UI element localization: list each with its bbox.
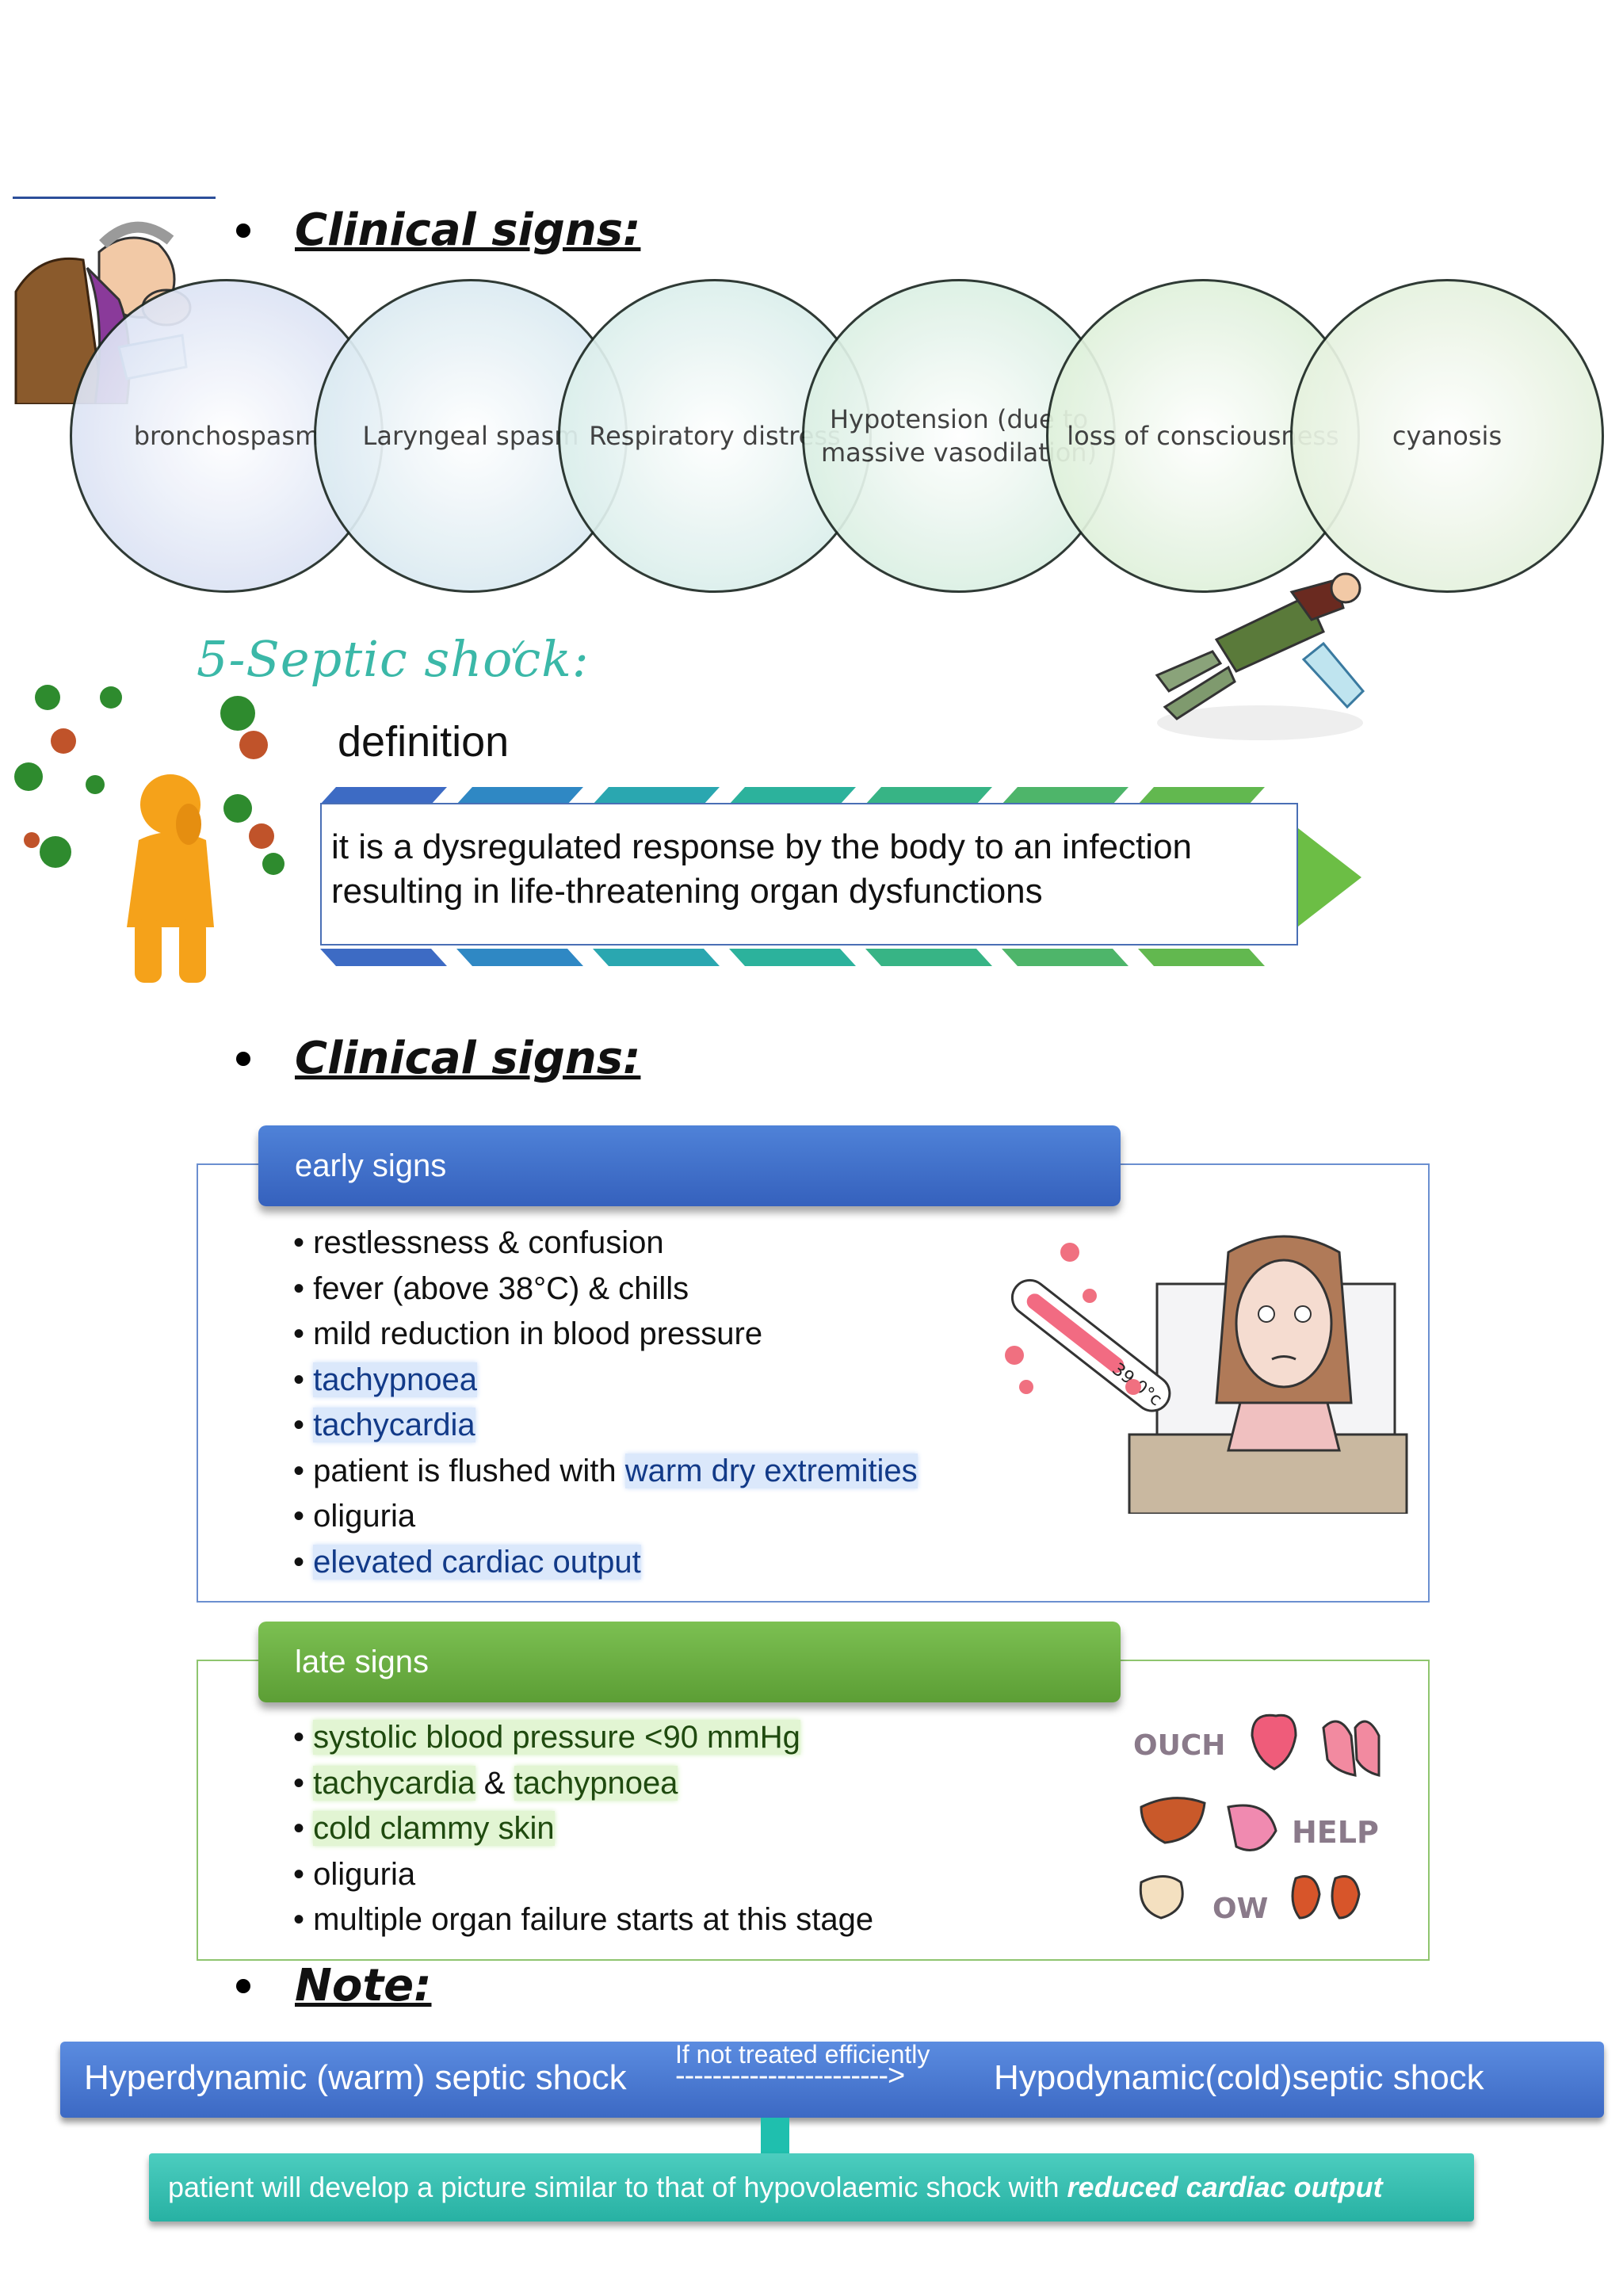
shock-progression-banner: [60, 2042, 1604, 2118]
chevron-segment: [456, 787, 583, 804]
down-arrow-icon: [761, 2118, 789, 2159]
chevron-segment: [729, 949, 856, 966]
early-sign-item: tachypnoea: [293, 1358, 918, 1404]
collapsed-man-illustration: [1141, 564, 1379, 755]
progression-arrow: ----------------------->: [675, 2059, 905, 2092]
sticker-word-3: OW: [1212, 1893, 1268, 1925]
late-sign-item: oliguria: [293, 1852, 873, 1898]
chevron-segment: [1138, 949, 1265, 966]
definition-label: definition: [338, 718, 510, 766]
result-emphasis: reduced cardiac output: [1067, 2171, 1383, 2203]
septic-shock-title: 5-Septic shock:: [197, 630, 590, 688]
early-signs-header: early signs: [258, 1125, 1121, 1206]
chevron-segment: [865, 949, 992, 966]
definition-box: it is a dysregulated response by the bod…: [320, 803, 1298, 946]
sign-circle-1: bronchospasm: [70, 279, 384, 593]
early-signs-list: restlessness & confusionfever (above 38°…: [293, 1221, 918, 1585]
sign-circle-label: cyanosis: [1392, 421, 1503, 451]
late-sign-item: systolic blood pressure <90 mmHg: [293, 1715, 873, 1761]
late-sign-item: multiple organ failure starts at this st…: [293, 1897, 873, 1943]
result-box: patient will develop a picture similar t…: [149, 2153, 1474, 2222]
late-sign-item: tachycardia & tachypnoea: [293, 1761, 873, 1807]
late-signs-list: systolic blood pressure <90 mmHgtachycar…: [293, 1715, 873, 1943]
early-sign-item: mild reduction in blood pressure: [293, 1312, 918, 1358]
sign-circle-label: Laryngeal spasm: [362, 421, 579, 451]
early-sign-item: fever (above 38°C) & chills: [293, 1266, 918, 1312]
sick-woman-thermometer-illustration: 39.0°c: [967, 1221, 1411, 1515]
early-sign-item: restlessness & confusion: [293, 1221, 918, 1266]
note-heading: Note:: [236, 1960, 431, 2011]
definition-line-1: it is a dysregulated response by the bod…: [331, 827, 1193, 866]
hypodynamic-label: Hypodynamic(cold)septic shock: [994, 2058, 1484, 2097]
chevron-segment: [320, 949, 447, 966]
chevron-segment: [1002, 949, 1128, 966]
chevron-segment: [456, 949, 583, 966]
corner-rule: [13, 197, 216, 199]
result-text: patient will develop a picture similar t…: [168, 2171, 1060, 2203]
chevron-segment: [593, 787, 720, 804]
definition-line-2: resulting in life-threatening organ dysf…: [331, 872, 1043, 911]
definition-arrow-icon: [1298, 828, 1361, 926]
organ-stickers-illustration: OUCH HELP OW: [1125, 1704, 1395, 1934]
early-sign-item: oliguria: [293, 1494, 918, 1540]
sticker-word-1: OUCH: [1133, 1729, 1225, 1762]
hyperdynamic-label: Hyperdynamic (warm) septic shock: [84, 2058, 627, 2097]
clinical-signs-heading: Clinical signs:: [236, 204, 640, 256]
chevron-segment: [593, 949, 720, 966]
chevron-segment: [1138, 787, 1265, 804]
condition-label: If not treated efficiently: [675, 2040, 930, 2069]
sign-circle-label: bronchospasm: [133, 421, 320, 451]
chevron-segment: [320, 787, 447, 804]
sick-person-virus-illustration: [0, 666, 317, 999]
checkmark-icon: ✓: [509, 635, 529, 661]
early-sign-item: elevated cardiac output: [293, 1540, 918, 1586]
clinical-signs-heading-2: Clinical signs:: [236, 1033, 640, 1084]
late-sign-item: cold clammy skin: [293, 1806, 873, 1852]
sign-circle-6: cyanosis: [1290, 279, 1604, 593]
chevron-segment: [865, 787, 992, 804]
early-sign-item: tachycardia: [293, 1403, 918, 1449]
chevron-segment: [729, 787, 856, 804]
late-signs-header: late signs: [258, 1622, 1121, 1702]
chevron-segment: [1002, 787, 1128, 804]
early-sign-item: patient is flushed with warm dry extremi…: [293, 1449, 918, 1495]
sticker-word-2: HELP: [1292, 1815, 1379, 1850]
sign-circle-label: Respiratory distress: [589, 421, 841, 451]
